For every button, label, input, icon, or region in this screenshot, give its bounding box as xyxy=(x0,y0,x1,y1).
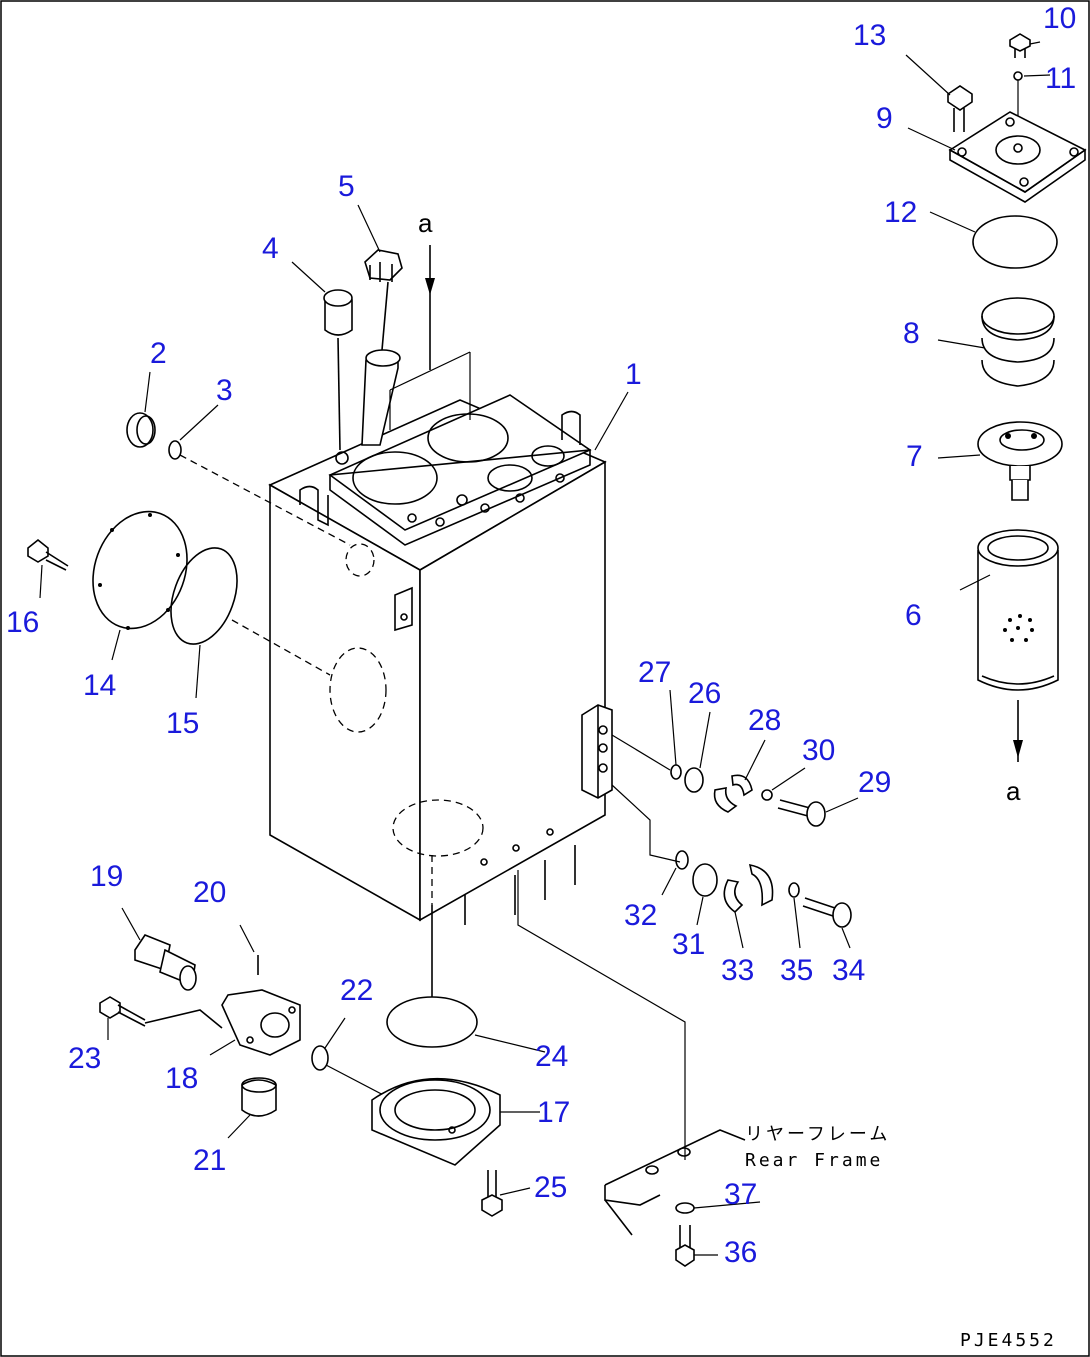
callout-9: 9 xyxy=(876,102,893,135)
part-10-bolt xyxy=(1009,33,1031,58)
callout-29: 29 xyxy=(858,766,891,799)
callout-7: 7 xyxy=(906,440,923,473)
part-21-nut xyxy=(241,1077,277,1117)
part-18-housing xyxy=(221,989,301,1056)
arrow-label-a-top: a xyxy=(418,208,433,238)
callout-3: 3 xyxy=(216,374,233,407)
callout-8: 8 xyxy=(903,317,920,350)
callout-11: 11 xyxy=(1045,62,1076,95)
part-2-plug xyxy=(126,412,156,448)
port-opening-dashed xyxy=(345,543,375,577)
callout-2: 2 xyxy=(150,337,167,370)
callout-28: 28 xyxy=(748,704,781,737)
bottom-opening-dashed xyxy=(392,799,484,857)
callout-34: 34 xyxy=(832,954,865,987)
part-15-gasket xyxy=(170,547,238,645)
side-opening-dashed xyxy=(329,647,387,733)
callout-18: 18 xyxy=(165,1062,198,1095)
callout-numbers: 1 2 3 4 5 6 7 8 9 10 11 12 13 14 15 16 1… xyxy=(6,2,1076,1269)
rear-frame-label-en: Rear Frame xyxy=(745,1150,883,1171)
part-3-oring xyxy=(168,440,182,460)
part-25-bolt xyxy=(481,1170,503,1217)
part-13-bolt xyxy=(947,85,973,132)
part-28-half-clamp xyxy=(713,774,753,813)
callout-21: 21 xyxy=(193,1144,226,1177)
rear-frame-label-jp: リヤーフレーム xyxy=(745,1124,890,1145)
tank-body xyxy=(268,394,613,925)
part-23-bolt xyxy=(99,996,223,1029)
part-29-bolt xyxy=(777,799,826,827)
part-5-cap xyxy=(361,249,403,446)
leader-lower-fitting xyxy=(611,784,681,863)
callout-37: 37 xyxy=(724,1178,757,1211)
part-17-cover xyxy=(371,1077,501,1166)
callout-16: 16 xyxy=(6,606,39,639)
callout-19: 19 xyxy=(90,860,123,893)
callout-17: 17 xyxy=(537,1096,570,1129)
callout-10: 10 xyxy=(1043,2,1076,35)
callout-31: 31 xyxy=(672,928,705,961)
callout-15: 15 xyxy=(166,707,199,740)
callout-26: 26 xyxy=(688,677,721,710)
callout-25: 25 xyxy=(534,1171,567,1204)
callout-32: 32 xyxy=(624,899,657,932)
callout-33: 33 xyxy=(721,954,754,987)
part-4-sensor xyxy=(323,289,353,451)
part-31-flange xyxy=(692,863,718,897)
callout-35: 35 xyxy=(780,954,813,987)
callout-4: 4 xyxy=(262,232,279,265)
callout-6: 6 xyxy=(905,599,922,632)
callout-1: 1 xyxy=(625,358,642,391)
part-7-valve xyxy=(977,421,1063,501)
callout-22: 22 xyxy=(340,974,373,1007)
part-22-oring xyxy=(311,1045,329,1071)
callout-23: 23 xyxy=(68,1042,101,1075)
callout-13: 13 xyxy=(853,19,886,52)
arrow-a-bottom xyxy=(1013,700,1023,762)
drawing-code: PJE4552 xyxy=(960,1330,1057,1351)
part-14-cover-plate xyxy=(92,510,188,630)
part-8-spring xyxy=(981,297,1055,387)
arrow-a-top xyxy=(389,245,471,430)
part-16-bolt xyxy=(27,538,69,571)
part-12-oring xyxy=(972,215,1058,269)
part-30-washer xyxy=(761,789,773,801)
rear-frame xyxy=(517,870,746,1236)
callout-5: 5 xyxy=(338,170,355,203)
part-19-valve xyxy=(134,934,197,991)
part-9-cover xyxy=(948,111,1087,203)
part-26-flange xyxy=(684,767,704,793)
part-32-oring xyxy=(675,850,689,870)
arrow-label-a-bottom: a xyxy=(1006,776,1021,806)
leader-lines xyxy=(39,41,1051,1256)
callout-36: 36 xyxy=(724,1236,757,1269)
callout-20: 20 xyxy=(193,876,226,909)
part-36-bolt xyxy=(675,1225,695,1267)
part-35-washer xyxy=(788,882,800,898)
callout-27: 27 xyxy=(638,656,671,689)
callout-24: 24 xyxy=(535,1040,568,1073)
part-34-bolt xyxy=(802,897,852,928)
callout-30: 30 xyxy=(802,734,835,767)
callout-14: 14 xyxy=(83,669,116,702)
callout-12: 12 xyxy=(884,196,917,229)
part-6-filter-element xyxy=(977,529,1059,691)
part-33-half-clamp xyxy=(723,863,774,914)
